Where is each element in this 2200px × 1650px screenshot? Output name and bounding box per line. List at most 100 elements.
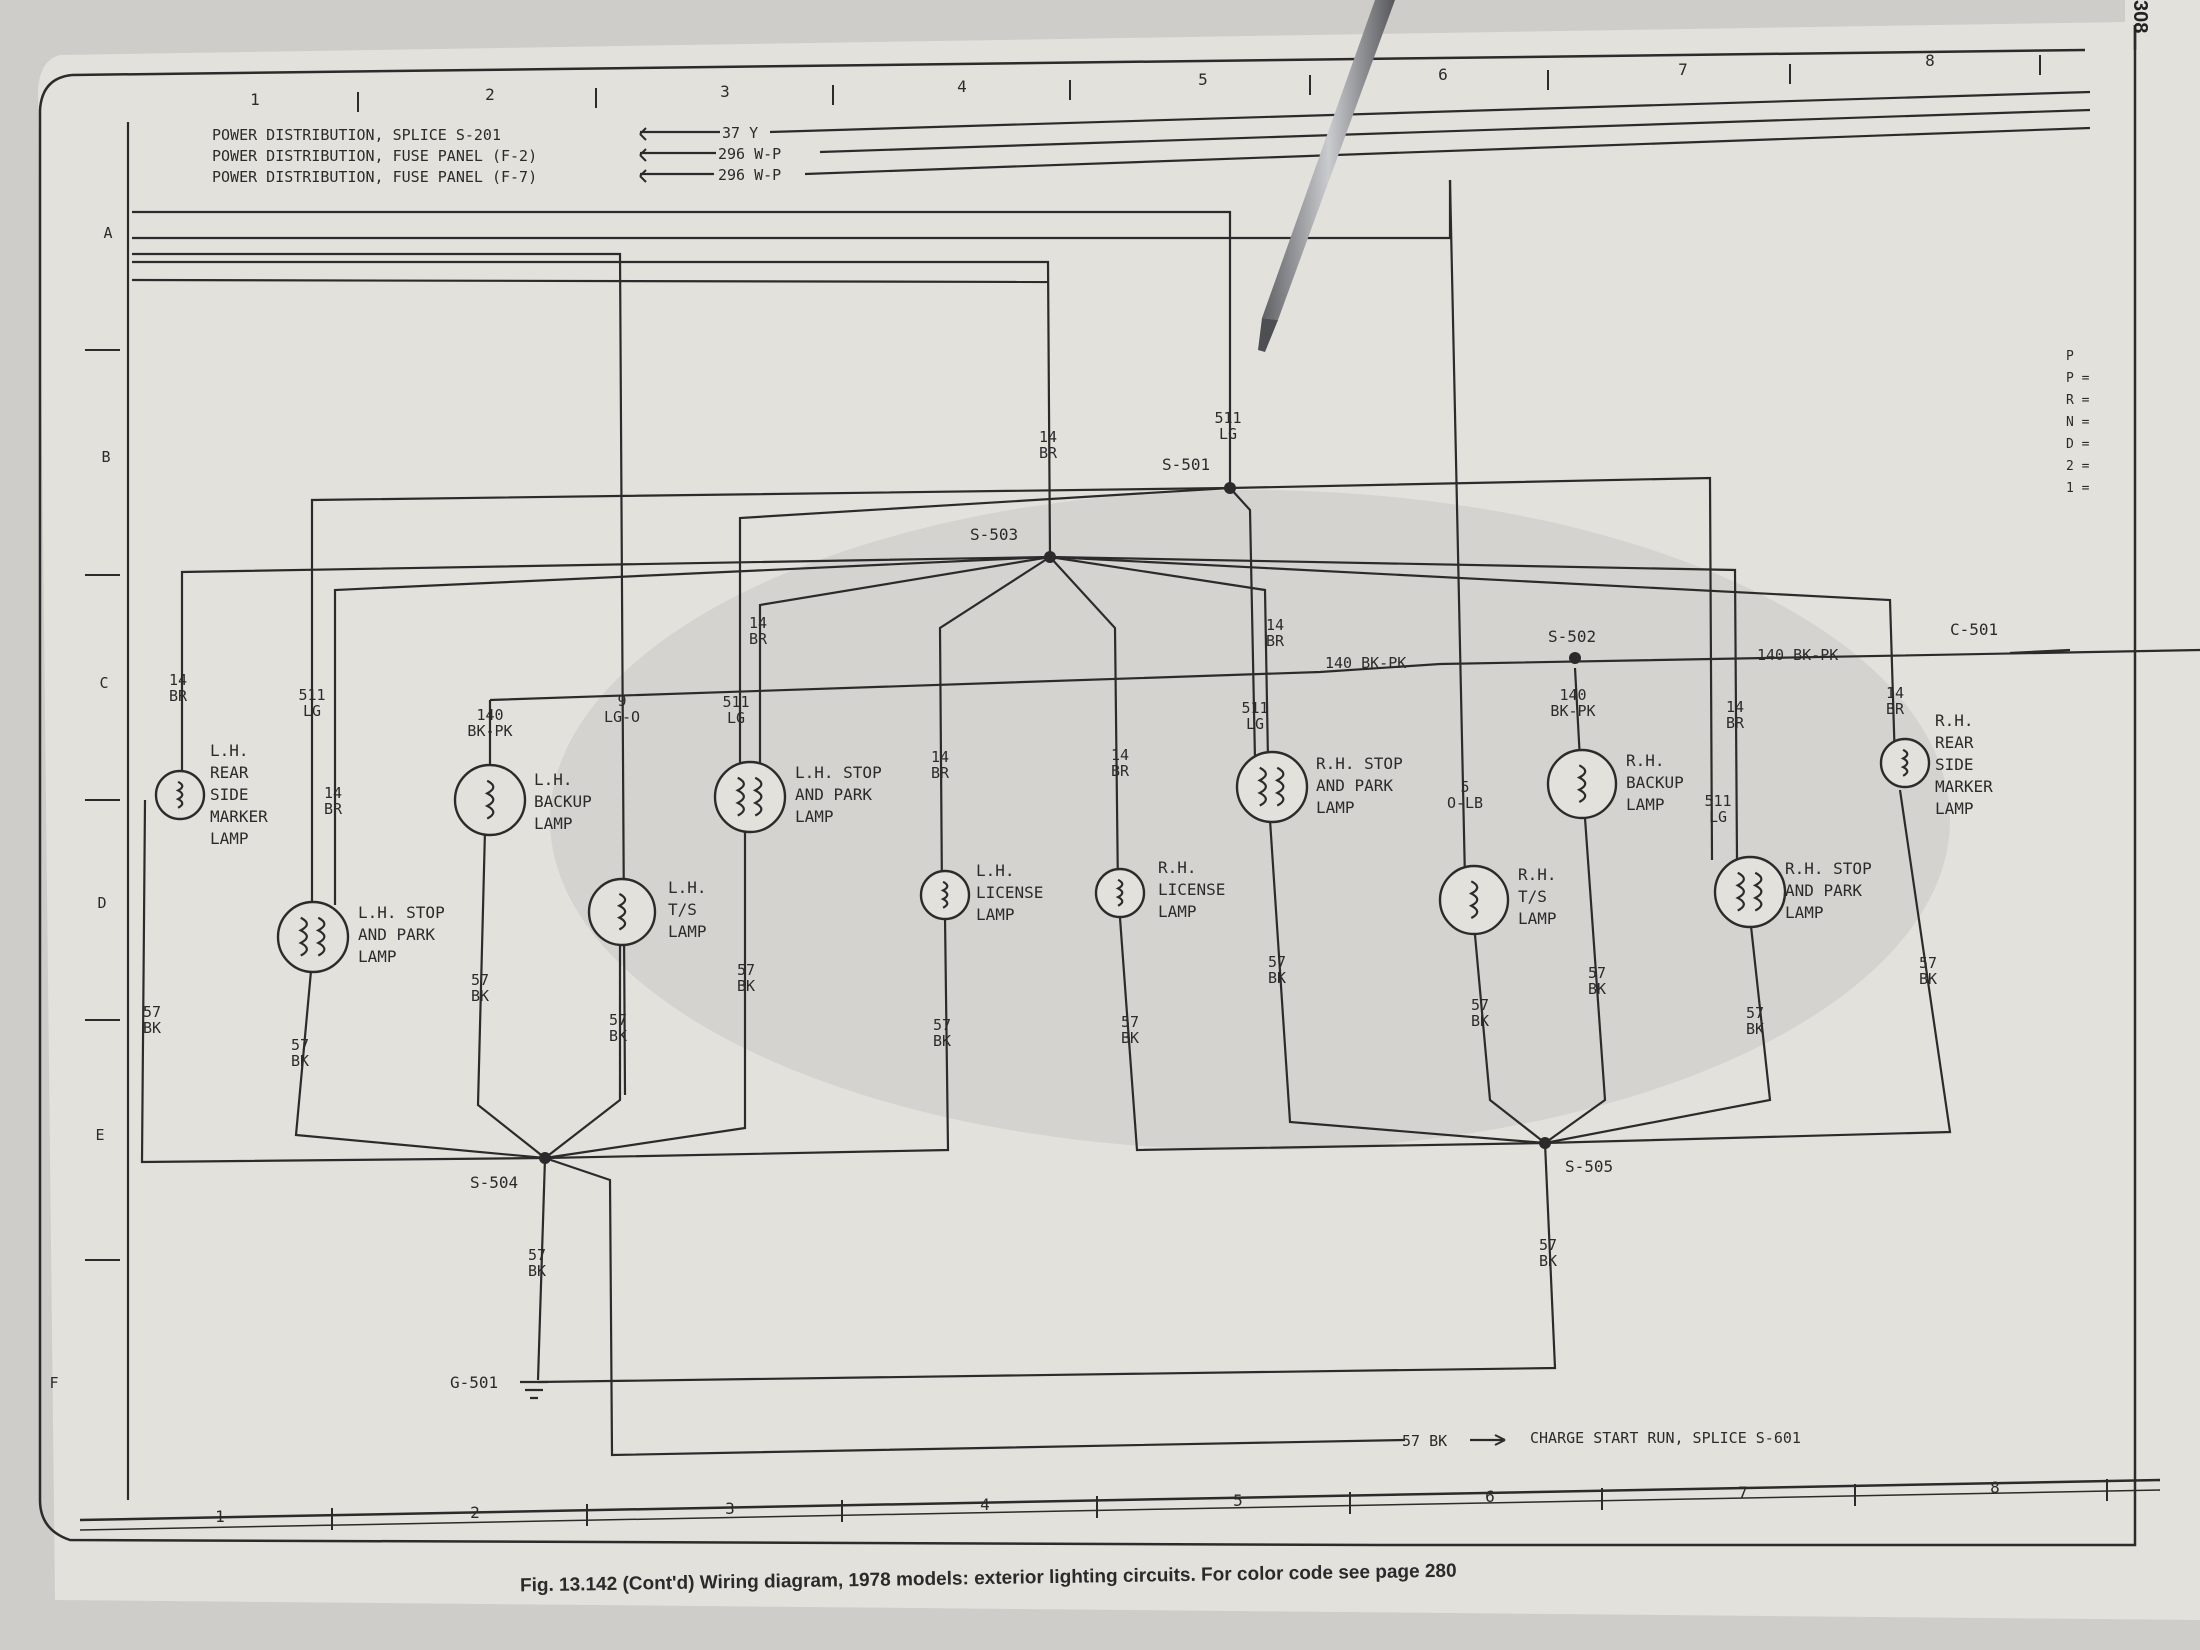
gear-indicator: 2 = (2066, 459, 2090, 474)
ground-destination-label: CHARGE START RUN, SPLICE S-601 (1530, 1429, 1801, 1447)
rh-rear-side-marker-lamp-label: R.H. (1935, 711, 1974, 730)
feed-a3 (132, 252, 627, 1096)
wire-label: 57 (737, 961, 755, 979)
wire-label: BK (737, 977, 755, 995)
feed-a4 (132, 260, 1052, 558)
wire-label: BR (749, 630, 768, 648)
wire-label: O-LB (1447, 794, 1483, 812)
bus-511-lh2 (738, 486, 1231, 770)
wire-label: BK-PK (467, 722, 512, 740)
wire-label: 14 (324, 784, 342, 802)
rh-rear-side-marker-lamp-label: LAMP (1935, 799, 1974, 818)
column-marker-bottom: 7 (1738, 1483, 1748, 1502)
bus-140-bk-pk (489, 648, 2200, 702)
column-marker-bottom: 2 (470, 1503, 480, 1522)
column-marker-top: 7 (1678, 60, 1688, 79)
bus-14-stop-lh (333, 555, 1051, 905)
wire-label: 57 (1588, 964, 1606, 982)
rh-stop-park-lamp-2-label: LAMP (1785, 903, 1824, 922)
wire-label: LG (727, 709, 745, 727)
splice-s505-label: S-505 (1565, 1157, 1613, 1176)
lh-stop-park-lamp-2-label: AND PARK (795, 785, 872, 804)
rh-ts-lamp-label: LAMP (1518, 909, 1557, 928)
splice-s504-label: S-504 (470, 1173, 518, 1192)
lamp-layer (154, 737, 1931, 974)
power-source-wire: 296 W-P (718, 166, 781, 184)
wire-label: BK (1588, 980, 1606, 998)
gnd-rh-stop2 (1544, 916, 1772, 1145)
rh-ts-feed (1448, 179, 1467, 881)
gnd-lh-backup (476, 829, 546, 1159)
rh-ts-lamp-label: T/S (1518, 887, 1547, 906)
paper (38, 0, 2200, 1620)
lh-stop-park-lamp-label: AND PARK (358, 925, 435, 944)
gnd-rh-backup (1544, 817, 1607, 1144)
wire-label: 14 (169, 671, 187, 689)
bus-label: 140 BK-PK (1325, 654, 1406, 672)
rh-backup-lamp-label: BACKUP (1626, 773, 1684, 792)
rh-rear-side-marker-lamp-label: REAR (1935, 733, 1974, 752)
lh-rear-side-marker-lamp-label: REAR (210, 763, 249, 782)
splice-s503-label: S-503 (970, 525, 1018, 544)
column-marker-top: 5 (1198, 70, 1208, 89)
wire-label: BK (1268, 969, 1286, 987)
gear-indicator: D = (2066, 437, 2090, 452)
lh-ts-lamp-label: L.H. (668, 878, 707, 897)
bus-14-stop-lh2 (758, 555, 1051, 770)
lh-license-lamp (919, 869, 971, 921)
wire-label: BK (1919, 970, 1937, 988)
wire-label: 57 (528, 1246, 546, 1264)
lh-rear-side-marker-lamp-label: L.H. (210, 741, 249, 760)
rh-stop-park-lamp-2-label: AND PARK (1785, 881, 1862, 900)
column-marker-bottom: 5 (1233, 1491, 1243, 1510)
wire-label: BR (169, 687, 188, 705)
lh-backup-lamp (453, 763, 527, 837)
wire-layer (126, 90, 2200, 1500)
column-marker-top: 6 (1438, 65, 1448, 84)
lh-backup-lamp-label: LAMP (534, 814, 573, 833)
rh-backup-lamp (1546, 748, 1618, 820)
rh-backup-lamp-label: LAMP (1626, 795, 1665, 814)
bus-511-rh2 (1229, 476, 1714, 861)
gnd-lh-stop2 (544, 826, 747, 1160)
feed-a5 (131, 278, 1049, 284)
column-marker-bottom: 6 (1485, 1487, 1495, 1506)
rh-stop-park-lamp-2 (1713, 855, 1787, 929)
wire-label: 57 (1539, 1236, 1557, 1254)
column-marker-bottom: 3 (725, 1499, 735, 1518)
wire-label: BK (1471, 1012, 1489, 1030)
gnd-rh-lic (1118, 917, 1546, 1152)
wire-label: BK (1539, 1252, 1557, 1270)
bus-511-rh1 (1229, 487, 1257, 761)
splice-s502 (1569, 652, 1581, 664)
column-marker-bottom: 1 (215, 1507, 225, 1526)
rh-ts-lamp (1438, 864, 1510, 936)
screwdriver (1258, 0, 1395, 352)
ground-symbol (520, 1380, 548, 1400)
lh-stop-park-lamp (276, 900, 350, 974)
wire-label: BR (324, 800, 343, 818)
lh-stop-park-lamp-2-label: LAMP (795, 807, 834, 826)
wire-label: LG (303, 702, 321, 720)
lh-license-lamp-label: L.H. (976, 861, 1015, 880)
row-marker: D (97, 894, 106, 912)
column-marker-bottom: 8 (1990, 1478, 2000, 1497)
row-marker: E (95, 1126, 104, 1144)
rh-stop-park-lamp-label: LAMP (1316, 798, 1355, 817)
column-marker-top: 4 (957, 77, 967, 96)
wire-label: 57 (1121, 1013, 1139, 1031)
wire-label: 140 (476, 706, 503, 724)
rh-stop-park-lamp-label: AND PARK (1316, 776, 1393, 795)
splice-s503 (1044, 551, 1056, 563)
wire-label: LG (1709, 808, 1727, 826)
bus-14-side-lh (180, 555, 1051, 790)
bus-140-drop-rh (1573, 667, 1582, 761)
wire-label: BR (931, 764, 950, 782)
wire-37y-run (769, 90, 2091, 134)
power-source-label: POWER DISTRIBUTION, FUSE PANEL (F-2) (212, 147, 537, 165)
c501-conn (2009, 648, 2071, 655)
power-source-label: POWER DISTRIBUTION, FUSE PANEL (F-7) (212, 168, 537, 186)
wire-label: BR (1266, 632, 1285, 650)
column-marker-top: 1 (250, 90, 260, 109)
